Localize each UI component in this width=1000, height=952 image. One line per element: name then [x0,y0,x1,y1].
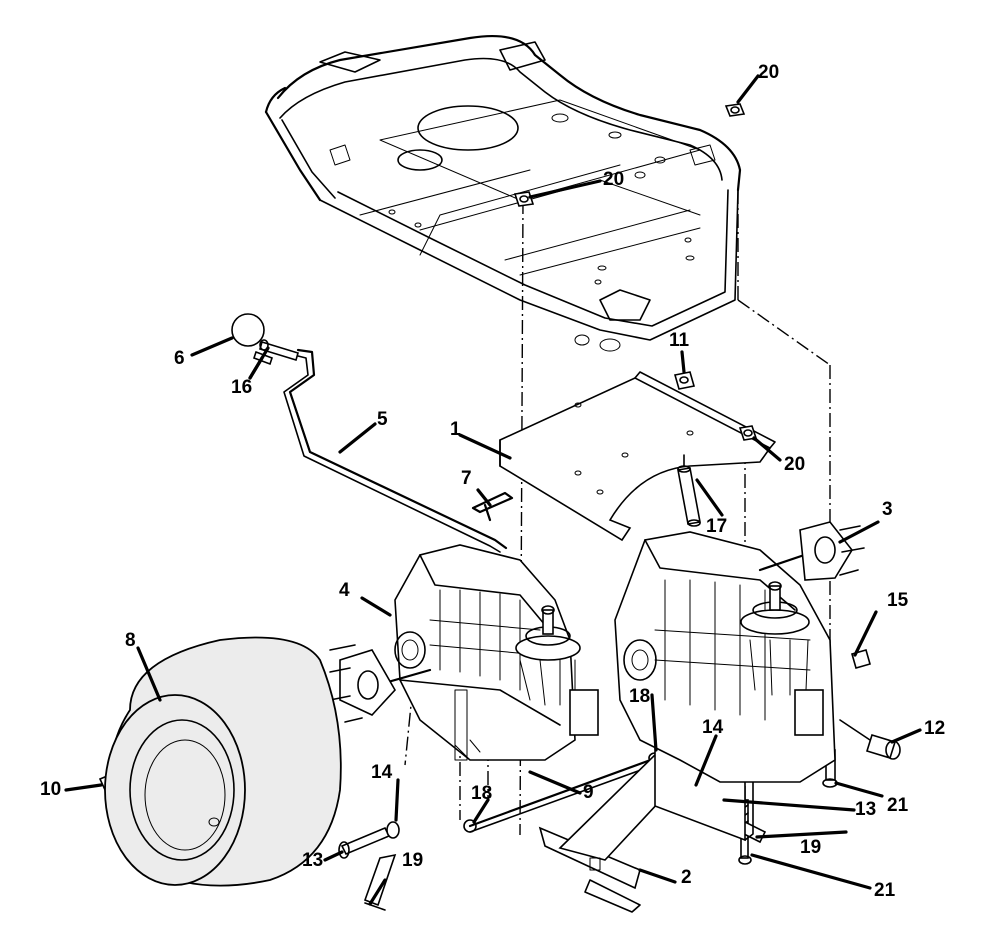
callout-21-bottom: 21 [874,880,896,901]
callout-20-top: 20 [758,62,780,83]
callout-12: 12 [924,718,946,739]
callout-21-right: 21 [887,795,909,816]
callout-13-right: 13 [855,799,877,820]
knob-6 [231,313,265,347]
hardware [98,103,901,911]
leader-lines [64,74,922,906]
nut-20-top [724,103,746,117]
callout-5: 5 [377,409,388,430]
callout-8: 8 [125,630,136,651]
callout-7: 7 [461,468,472,489]
mounting-plate [499,371,776,542]
callout-2: 2 [681,867,692,888]
callout-14-left: 14 [371,762,393,783]
nut-20-middle [513,191,535,207]
callout-6: 6 [174,348,185,369]
clip-7 [471,491,514,522]
callout-19-right: 19 [800,837,822,858]
pin-17 [677,454,701,527]
washer-14-left [386,821,400,839]
callout-13-left: 13 [302,850,324,871]
callout-15: 15 [887,590,909,611]
seat-frame [264,34,742,352]
pin-19-left [363,853,397,911]
linkage [231,313,661,833]
rod-9 [468,756,658,828]
control-rod-5 [288,348,508,550]
callout-10: 10 [40,779,62,800]
callout-9: 9 [583,782,594,803]
callout-18-right: 18 [629,686,651,707]
callout-18-left: 18 [471,783,493,804]
transaxle-left [329,544,599,761]
bolt-13-left [338,826,391,859]
callout-4: 4 [339,580,350,601]
callout-19-left: 19 [402,850,424,871]
callout-20-middle: 20 [603,169,625,190]
callout-11: 11 [669,330,690,351]
callout-16: 16 [231,377,253,398]
callout-3: 3 [882,499,893,520]
tire-8 [104,636,342,887]
callout-1: 1 [450,419,461,440]
callout-20-right: 20 [784,454,806,475]
transaxle-right [614,521,865,783]
callout-17: 17 [706,516,728,537]
bolt-12 [839,719,901,760]
callout-14-right: 14 [702,717,724,738]
nut-11 [673,371,696,390]
